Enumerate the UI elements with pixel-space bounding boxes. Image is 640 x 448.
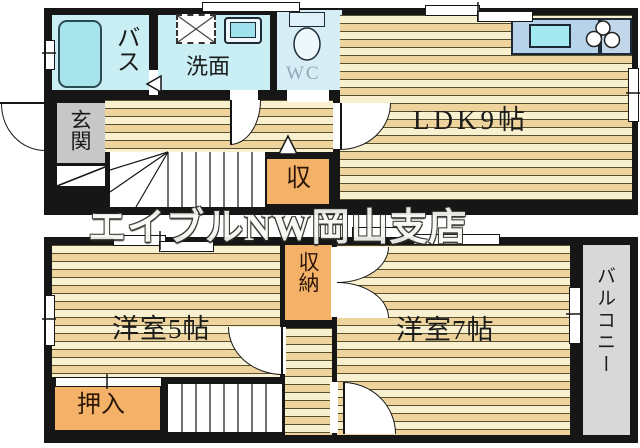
room-entrance (57, 103, 105, 163)
bath-label: バス (112, 25, 139, 73)
oshiire-closet (55, 386, 160, 430)
western5-label: 洋室5帖 (112, 314, 211, 344)
oshiire-sliding-door (55, 377, 162, 387)
hallway-floor1 (105, 100, 333, 152)
hallway-floor2 (285, 328, 332, 435)
kitchen-sink-icon (529, 24, 571, 48)
window-ldk-top-b (477, 11, 533, 22)
window-washroom-top (202, 2, 300, 12)
sink-basin-icon (230, 22, 256, 38)
window-ldk-top-a (425, 5, 480, 16)
balcony-label: バルコニー (593, 266, 615, 376)
door-gap-wc (287, 90, 329, 102)
window-w7-top-a (352, 227, 403, 238)
door-gap-closet (331, 247, 338, 317)
room-balcony (583, 245, 630, 435)
window-w5-left (45, 295, 55, 346)
washer-pan-icon (176, 14, 216, 44)
door-arc-entrance (1, 104, 45, 151)
stairs-floor2 (168, 384, 282, 432)
storage-f1-label: 収 (286, 165, 312, 192)
door-gap-washroom (230, 90, 258, 102)
window-ldk-right (628, 68, 639, 122)
window-w7-balcony (569, 287, 581, 344)
stove-icon (600, 18, 632, 55)
window-bath-left (45, 40, 55, 70)
door-gap-w7 (330, 382, 338, 433)
bathtub-icon (58, 20, 102, 88)
door-gap-bath (149, 70, 158, 95)
closet-floor2 (285, 245, 332, 320)
storage-floor1 (267, 159, 329, 204)
door-gap-ldk (333, 103, 341, 149)
ldk-label: LDK9帖 (413, 105, 529, 135)
window-w5-top-a (113, 235, 166, 246)
western7-label: 洋室7帖 (396, 315, 495, 345)
washroom-label: 洗面 (186, 54, 231, 79)
closet-f2-label: 収納 (296, 251, 321, 293)
toilet-tank-icon (289, 12, 325, 27)
watermark-text: エイブルNW岡山支店 (88, 207, 468, 249)
oshiire-label: 押入 (77, 392, 125, 418)
wc-label: WC (286, 63, 321, 84)
entrance-label: 玄関 (68, 109, 93, 151)
entrance-step (57, 166, 105, 186)
